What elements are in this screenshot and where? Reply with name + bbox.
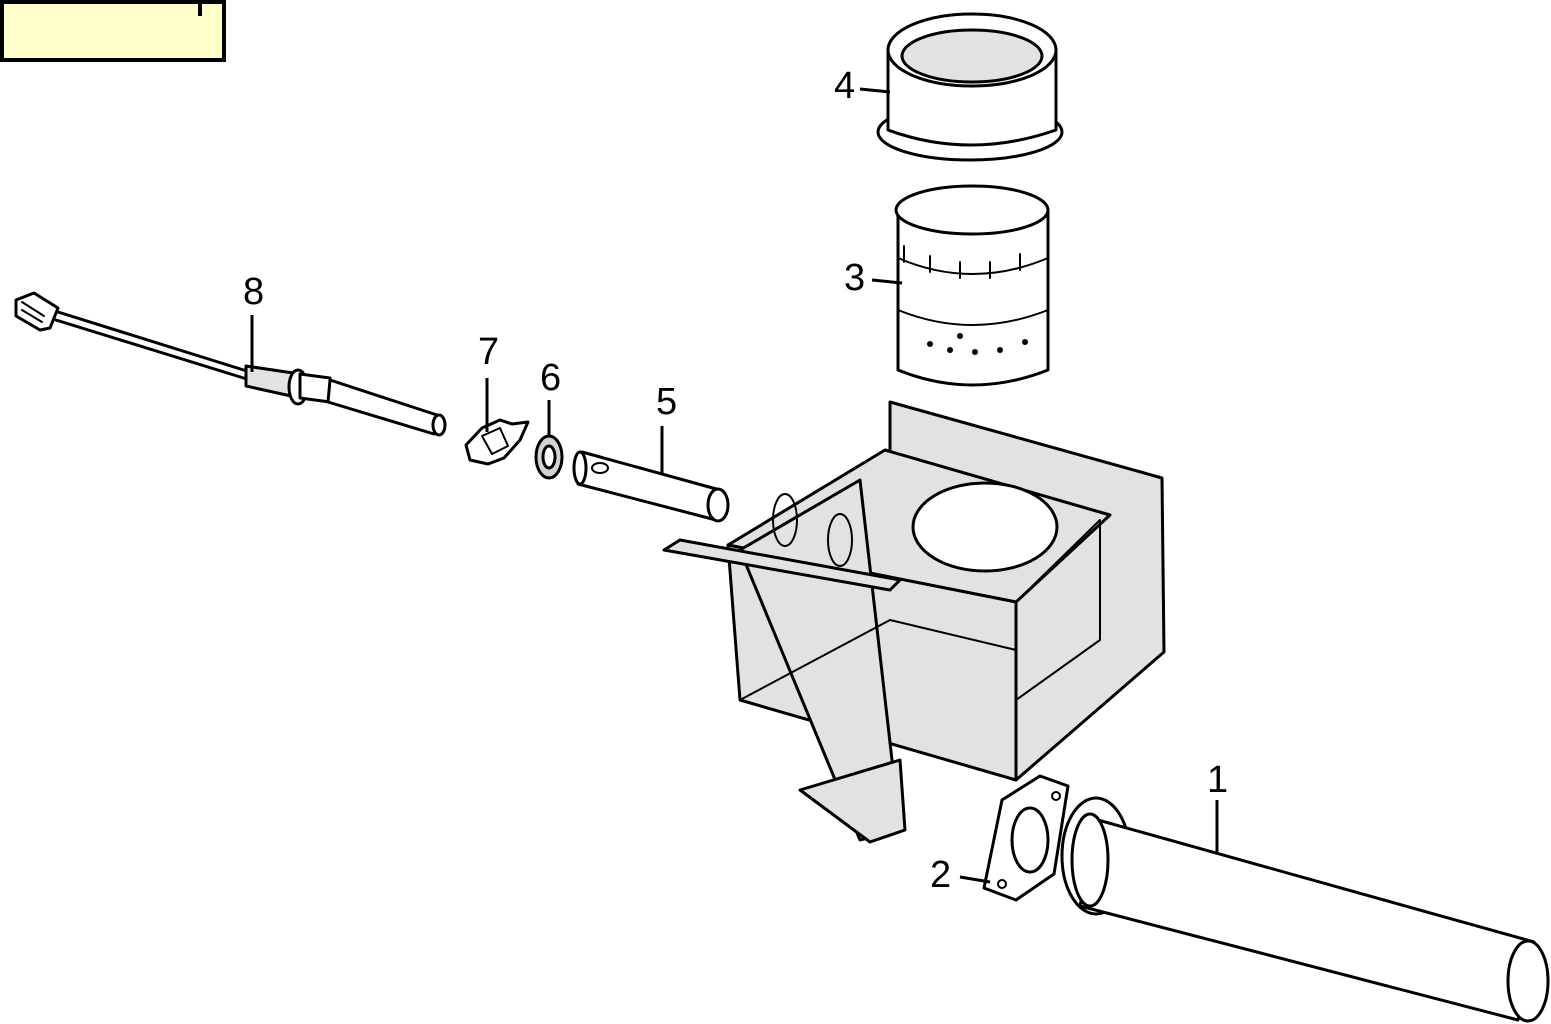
callout-2: 2 [930,854,951,896]
part-2-flange-gasket [982,774,1070,902]
part-6-grommet [534,434,564,480]
part-3-burner [894,184,1050,387]
part-1-pipe [1060,796,1550,1023]
callout-1: 1 [1207,759,1228,801]
part-8-ignitor [14,291,447,437]
leader-lines [250,87,1219,884]
callout-7: 7 [478,331,499,373]
part-7-gasket [464,418,530,466]
label-box [0,0,226,62]
callout-8: 8 [243,271,264,313]
burner-box-housing [662,400,1166,844]
part-5-tube [572,450,730,523]
callout-3: 3 [844,257,865,299]
callout-4: 4 [834,65,855,107]
callout-6: 6 [540,357,561,399]
part-4-cap-ring [876,12,1064,162]
callout-labels: 1 2 3 4 5 6 7 8 [243,65,1228,896]
callout-5: 5 [656,381,677,423]
